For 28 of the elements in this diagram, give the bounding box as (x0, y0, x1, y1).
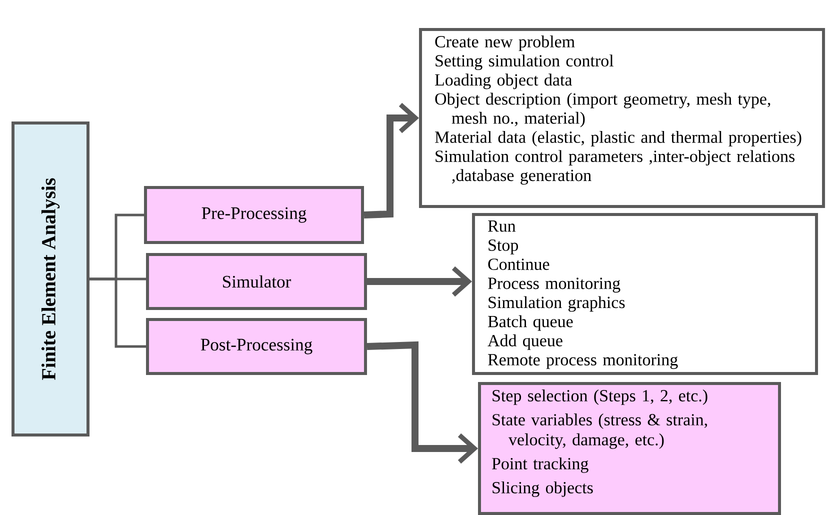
list-item: Simulation graphics (488, 296, 625, 312)
list-item: Slicing objects (492, 481, 593, 497)
list-item: Stop (488, 239, 518, 254)
list-box (419, 28, 826, 208)
list-item: State variables (stress & strain, velocity, damage, etc.) (492, 414, 707, 449)
list-item: Remote process monitoring (488, 354, 678, 369)
list-box (478, 382, 782, 515)
list-item: Object description (import geometry, mesh type, mesh no., material) (435, 92, 770, 128)
list-item: Batch queue (488, 315, 573, 331)
list-item: Add queue (488, 334, 562, 350)
list-item: Simulation control parameters ,inter-object relations ,database generation (436, 150, 794, 185)
list-item: Loading object data (435, 74, 572, 90)
connector-line (90, 278, 146, 348)
list-item: Process monitoring (488, 278, 620, 293)
list-item: Point tracking (492, 457, 588, 473)
list-item: Step selection (Steps 1, 2, etc.) (492, 390, 708, 405)
category-box: Pre-Processing (144, 186, 364, 244)
category-box: Post-Processing (146, 318, 367, 375)
category-box: Simulator (146, 253, 367, 310)
list-item: Run (488, 220, 516, 232)
list-item: Setting simulation control (436, 54, 614, 70)
arrow (366, 341, 478, 464)
arrow (367, 266, 472, 297)
list-item: Material data (elastic, plastic and thermal properties) (435, 130, 802, 146)
title-box: Finite Element Analysis (12, 122, 90, 436)
list-item: Continue (488, 258, 550, 270)
list-box (472, 213, 818, 375)
list-item: Create new problem (435, 36, 575, 51)
